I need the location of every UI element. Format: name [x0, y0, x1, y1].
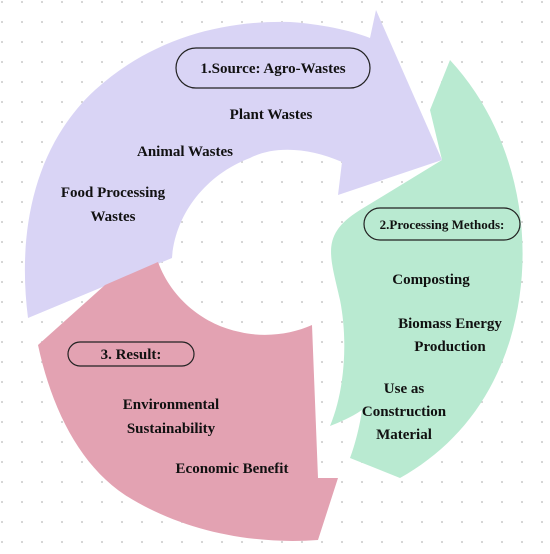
processing-header: 2.Processing Methods:	[363, 207, 521, 241]
svg-text:2.Processing Methods:: 2.Processing Methods:	[380, 217, 505, 232]
result-header: 3. Result:	[67, 341, 195, 367]
svg-text:3. Result:: 3. Result:	[101, 347, 162, 363]
processing-item-composting: Composting	[392, 272, 470, 288]
source-header: 1.Source: Agro-Wastes	[175, 47, 371, 89]
segment-processing	[330, 60, 523, 478]
processing-item-material: Material	[376, 427, 432, 443]
result-item-sustainability: Sustainability	[127, 421, 216, 437]
svg-text:1.Source: Agro-Wastes: 1.Source: Agro-Wastes	[200, 61, 345, 77]
processing-item-production: Production	[414, 339, 486, 355]
processing-item-use-as: Use as	[384, 381, 425, 397]
source-item-animal-wastes: Animal Wastes	[137, 144, 233, 160]
processing-item-biomass-energy: Biomass Energy	[398, 316, 502, 332]
source-item-food-processing: Food Processing	[61, 185, 166, 201]
segment-source	[24, 10, 442, 318]
result-item-environmental: Environmental	[123, 397, 219, 413]
segment-result	[38, 262, 338, 541]
processing-item-construction: Construction	[362, 404, 447, 420]
result-item-economic-benefit: Economic Benefit	[176, 461, 289, 477]
source-item-plant-wastes: Plant Wastes	[230, 107, 313, 123]
source-item-food-processing-wastes: Wastes	[91, 209, 136, 225]
